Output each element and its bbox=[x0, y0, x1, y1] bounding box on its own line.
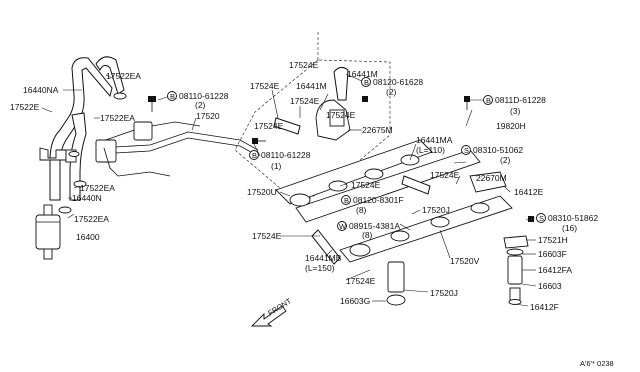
part-label: 17524E bbox=[430, 170, 460, 180]
part-label: 16603G bbox=[340, 296, 370, 306]
part-label: 17524E bbox=[326, 110, 356, 120]
part-label: 17520U bbox=[247, 187, 277, 197]
part-label: 16412FA bbox=[538, 265, 572, 275]
part-label: 17524E bbox=[290, 96, 320, 106]
part-label: 17520J bbox=[422, 205, 450, 215]
part-label: (16) bbox=[562, 223, 577, 233]
bolt-mark-b: B bbox=[252, 151, 257, 160]
part-label: (3) bbox=[510, 106, 521, 116]
part-label: 17522EA bbox=[106, 71, 141, 81]
front-direction-arrow: FRONT bbox=[250, 296, 293, 327]
part-label: 16412F bbox=[530, 302, 559, 312]
fuel-hose-left bbox=[49, 56, 125, 201]
part-label: 16412E bbox=[514, 187, 544, 197]
part-label: (8) bbox=[356, 205, 367, 215]
part-label: 19820H bbox=[496, 121, 526, 131]
hose-clamps bbox=[58, 92, 127, 214]
part-label: (L=150) bbox=[305, 263, 335, 273]
part-label: (1) bbox=[271, 161, 282, 171]
part-label: (8) bbox=[362, 230, 373, 240]
bolt-mark-b: B bbox=[170, 92, 175, 101]
pressure-regulator-22675M bbox=[234, 30, 391, 206]
part-label: (2) bbox=[500, 155, 511, 165]
part-label: 08310-51062 bbox=[473, 145, 523, 155]
part-label: 22670M bbox=[476, 173, 507, 183]
part-label: 17520 bbox=[196, 111, 220, 121]
part-label: 17524E bbox=[252, 231, 282, 241]
part-label: 16440N bbox=[72, 193, 102, 203]
part-label: 17524E bbox=[250, 81, 280, 91]
part-label: 16441M bbox=[347, 69, 378, 79]
bolt-mark-b: B bbox=[344, 196, 349, 205]
callout-marks: B B B B S B W S bbox=[167, 77, 546, 231]
part-label: 17520J bbox=[430, 288, 458, 298]
fuel-filter-16400 bbox=[35, 204, 61, 260]
part-label: 16440NA bbox=[23, 85, 59, 95]
screw-mark-s: S bbox=[539, 214, 544, 223]
bolt-mark-b: B bbox=[486, 96, 491, 105]
part-label: (2) bbox=[195, 100, 206, 110]
washer-mark-w: W bbox=[339, 222, 347, 231]
part-label: 17522EA bbox=[80, 183, 115, 193]
part-label: 16441M bbox=[296, 81, 327, 91]
part-label: 08110-61228 bbox=[261, 150, 311, 160]
part-label: 17522EA bbox=[74, 214, 109, 224]
part-label: 17524E bbox=[289, 60, 319, 70]
fuel-injector-16603 bbox=[503, 235, 529, 305]
screw-mark-s: S bbox=[464, 146, 469, 155]
part-label: 22675M bbox=[362, 125, 393, 135]
fuel-rail-assembly bbox=[275, 139, 513, 306]
part-label: 08310-51862 bbox=[548, 213, 598, 223]
catalog-code: A'6'* 0238 bbox=[580, 359, 614, 368]
part-labels: 16440NA 17522E 17522EA 17522EA 17522EA 1… bbox=[10, 60, 598, 312]
part-label: 17522EA bbox=[100, 113, 135, 123]
fuel-tube-17520 bbox=[95, 121, 259, 177]
part-label: 16441MA bbox=[416, 135, 453, 145]
part-label: 08110-61228 bbox=[179, 91, 229, 101]
part-label: (L=110) bbox=[416, 145, 445, 155]
part-label: 17524E bbox=[254, 121, 284, 131]
part-label: 08120-8301F bbox=[353, 195, 404, 205]
part-label: 16603 bbox=[538, 281, 562, 291]
part-label: 17521H bbox=[538, 235, 568, 245]
part-label: 17524E bbox=[346, 276, 376, 286]
part-label: 16603F bbox=[538, 249, 567, 259]
bolt-mark-b: B bbox=[364, 78, 369, 87]
part-label: 17522E bbox=[10, 102, 40, 112]
part-label: 0811D-61228 bbox=[495, 95, 546, 105]
part-label: 17524E bbox=[351, 180, 381, 190]
leader-lines bbox=[41, 73, 537, 307]
part-label: 16441MB bbox=[305, 253, 342, 263]
part-label: (2) bbox=[386, 87, 397, 97]
part-label: 08120-61628 bbox=[373, 77, 423, 87]
part-label: 08915-4381A bbox=[349, 221, 400, 231]
part-label: 16400 bbox=[76, 232, 100, 242]
part-label: 17520V bbox=[450, 256, 480, 266]
